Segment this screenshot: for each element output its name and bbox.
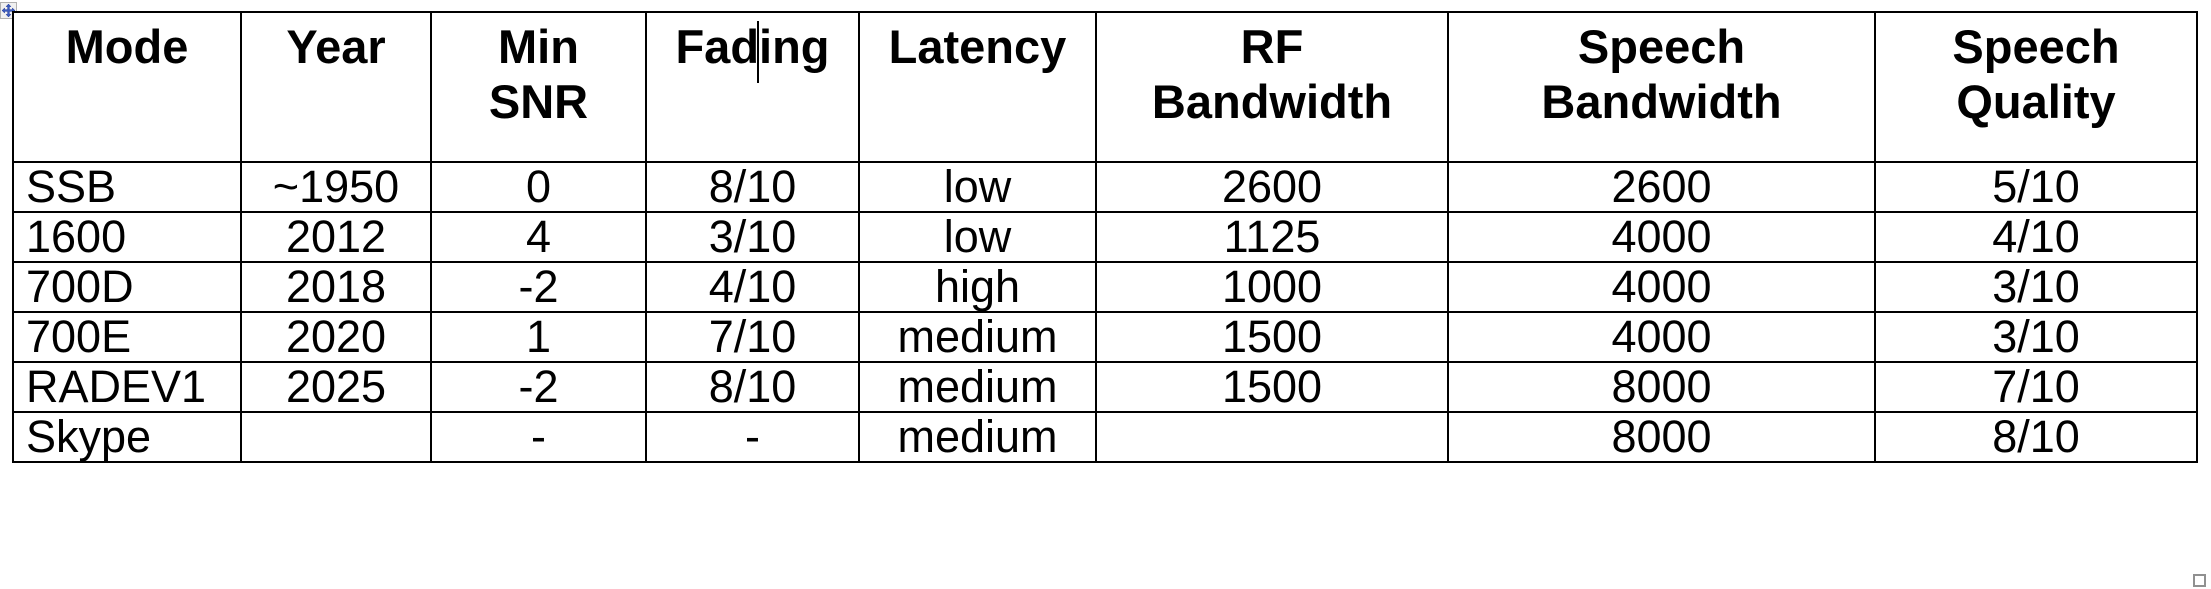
- column-header-year[interactable]: Year: [240, 11, 432, 163]
- cell-year[interactable]: 2012: [240, 211, 432, 263]
- cell-speech-bandwidth[interactable]: 4000: [1447, 311, 1876, 363]
- cell-speech-quality[interactable]: 3/10: [1874, 311, 2198, 363]
- column-header-speech-bandwidth[interactable]: Speech Bandwidth: [1447, 11, 1876, 163]
- cell-latency[interactable]: medium: [858, 411, 1097, 463]
- column-header-min-snr[interactable]: Min SNR: [430, 11, 647, 163]
- table-row[interactable]: 700D 2018 -2 4/10 high 1000 4000 3/10: [12, 261, 2198, 313]
- cell-rf-bandwidth[interactable]: 2600: [1095, 161, 1449, 213]
- header-line-1: Mode: [65, 20, 189, 73]
- cell-rf-bandwidth[interactable]: 1500: [1095, 311, 1449, 363]
- header-line-2: SNR: [488, 75, 589, 129]
- table-resize-handle[interactable]: [2193, 574, 2206, 587]
- cell-latency[interactable]: medium: [858, 361, 1097, 413]
- cell-min-snr[interactable]: -: [430, 411, 647, 463]
- cell-fading[interactable]: 8/10: [645, 161, 860, 213]
- cell-fading[interactable]: 3/10: [645, 211, 860, 263]
- comparison-table[interactable]: Mode Year Min SNR Fading Latency: [12, 11, 2198, 463]
- cell-speech-bandwidth[interactable]: 8000: [1447, 411, 1876, 463]
- cell-fading[interactable]: 7/10: [645, 311, 860, 363]
- cell-min-snr[interactable]: -2: [430, 361, 647, 413]
- column-header-fading[interactable]: Fading: [645, 11, 860, 163]
- table-row[interactable]: 1600 2012 4 3/10 low 1125 4000 4/10: [12, 211, 2198, 263]
- column-header-speech-quality[interactable]: Speech Quality: [1874, 11, 2198, 163]
- header-line-1: Speech: [1952, 20, 2120, 73]
- cell-latency[interactable]: medium: [858, 311, 1097, 363]
- header-line-2: Bandwidth: [1151, 75, 1393, 129]
- cell-speech-bandwidth[interactable]: 8000: [1447, 361, 1876, 413]
- table-row[interactable]: 700E 2020 1 7/10 medium 1500 4000 3/10: [12, 311, 2198, 363]
- text-cursor-caret: [757, 21, 759, 83]
- cell-latency[interactable]: low: [858, 161, 1097, 213]
- cell-rf-bandwidth[interactable]: [1095, 411, 1449, 463]
- cell-fading[interactable]: -: [645, 411, 860, 463]
- cell-latency[interactable]: low: [858, 211, 1097, 263]
- cell-speech-quality[interactable]: 8/10: [1874, 411, 2198, 463]
- cell-year[interactable]: 2018: [240, 261, 432, 313]
- table-row[interactable]: RADEV1 2025 -2 8/10 medium 1500 8000 7/1…: [12, 361, 2198, 413]
- column-header-latency[interactable]: Latency: [858, 11, 1097, 163]
- cell-speech-quality[interactable]: 3/10: [1874, 261, 2198, 313]
- cell-rf-bandwidth[interactable]: 1000: [1095, 261, 1449, 313]
- cell-speech-bandwidth[interactable]: 2600: [1447, 161, 1876, 213]
- header-line-1: RF: [1240, 20, 1304, 73]
- cell-mode[interactable]: Skype: [12, 411, 242, 463]
- table-row[interactable]: SSB ~1950 0 8/10 low 2600 2600 5/10: [12, 161, 2198, 213]
- cell-year[interactable]: [240, 411, 432, 463]
- cell-mode[interactable]: 700D: [12, 261, 242, 313]
- header-line-1: Latency: [888, 20, 1067, 73]
- move-cross-icon: [1, 3, 16, 18]
- cell-year[interactable]: 2020: [240, 311, 432, 363]
- cell-rf-bandwidth[interactable]: 1500: [1095, 361, 1449, 413]
- cell-speech-bandwidth[interactable]: 4000: [1447, 261, 1876, 313]
- column-header-rf-bandwidth[interactable]: RF Bandwidth: [1095, 11, 1449, 163]
- header-line-1: Year: [286, 20, 386, 73]
- header-line-2: Quality: [1956, 75, 2116, 129]
- header-line-1: Min: [498, 20, 579, 73]
- header-line-1: Speech: [1577, 20, 1746, 73]
- cell-min-snr[interactable]: 0: [430, 161, 647, 213]
- cell-speech-bandwidth[interactable]: 4000: [1447, 211, 1876, 263]
- cell-mode[interactable]: 700E: [12, 311, 242, 363]
- header-line-2: Bandwidth: [1541, 75, 1782, 129]
- cell-min-snr[interactable]: 4: [430, 211, 647, 263]
- cell-fading[interactable]: 4/10: [645, 261, 860, 313]
- cell-year[interactable]: 2025: [240, 361, 432, 413]
- cell-speech-quality[interactable]: 5/10: [1874, 161, 2198, 213]
- cell-year[interactable]: ~1950: [240, 161, 432, 213]
- cell-mode[interactable]: 1600: [12, 211, 242, 263]
- cell-speech-quality[interactable]: 4/10: [1874, 211, 2198, 263]
- table-row[interactable]: Skype - - medium 8000 8/10: [12, 411, 2198, 463]
- table-header-row: Mode Year Min SNR Fading Latency: [12, 11, 2198, 163]
- cell-min-snr[interactable]: 1: [430, 311, 647, 363]
- cell-mode[interactable]: SSB: [12, 161, 242, 213]
- cell-speech-quality[interactable]: 7/10: [1874, 361, 2198, 413]
- cell-min-snr[interactable]: -2: [430, 261, 647, 313]
- cell-rf-bandwidth[interactable]: 1125: [1095, 211, 1449, 263]
- header-line-1: Fading: [675, 20, 830, 73]
- cell-fading[interactable]: 8/10: [645, 361, 860, 413]
- column-header-mode[interactable]: Mode: [12, 11, 242, 163]
- cell-latency[interactable]: high: [858, 261, 1097, 313]
- cell-mode[interactable]: RADEV1: [12, 361, 242, 413]
